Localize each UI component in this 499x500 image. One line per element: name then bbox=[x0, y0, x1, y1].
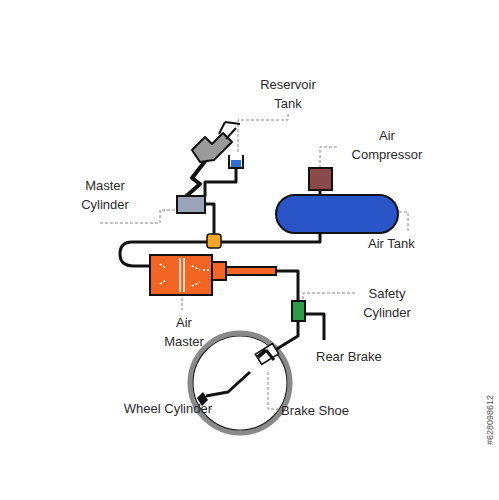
part-label: Safety Cylinder bbox=[357, 284, 417, 322]
part-label: Air Compressor bbox=[342, 126, 432, 164]
part-label: Air Tank bbox=[368, 234, 438, 253]
part-label: Reservoir Tank bbox=[255, 75, 321, 113]
watermark-number: #628098612 bbox=[485, 395, 495, 445]
reservoir-tank bbox=[229, 155, 243, 168]
air-tank bbox=[276, 195, 398, 233]
brake-pedal bbox=[192, 122, 240, 162]
brake-drum bbox=[190, 333, 290, 433]
part-label: Rear Brake bbox=[316, 347, 396, 366]
part-label: Brake Shoe bbox=[281, 401, 371, 420]
air-compressor bbox=[309, 168, 332, 190]
part-label: Wheel Cylinder bbox=[72, 399, 212, 418]
part-label: Air Master bbox=[160, 313, 208, 351]
valve bbox=[207, 234, 221, 248]
master-cylinder bbox=[177, 196, 205, 213]
part-label: Master Cylinder bbox=[74, 176, 136, 214]
safety-cylinder bbox=[292, 301, 305, 321]
wheel-parts bbox=[197, 344, 279, 406]
pedal-arm bbox=[182, 160, 206, 200]
air-master bbox=[150, 255, 276, 295]
